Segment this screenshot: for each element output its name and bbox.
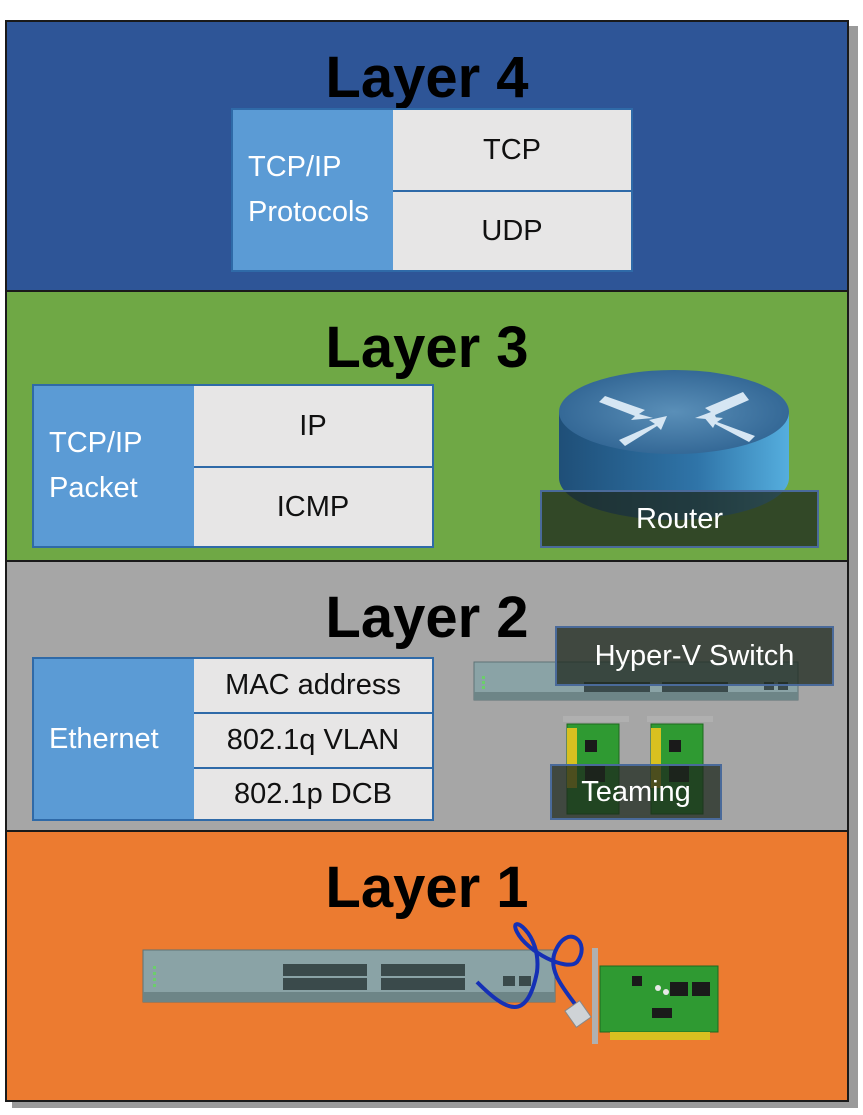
- ethernet-table: Ethernet MAC address 802.1q VLAN 802.1p …: [32, 657, 434, 821]
- row-mac-address: MAC address: [194, 659, 432, 714]
- ethernet-cable-icon: [475, 922, 592, 1029]
- tcpip-protocols-table: TCP/IP Protocols TCP UDP: [231, 108, 633, 272]
- label-line-2: Packet: [49, 472, 138, 504]
- tcpip-packet-table: TCP/IP Packet IP ICMP: [32, 384, 434, 548]
- tcpip-protocols-label: TCP/IP Protocols: [233, 110, 395, 270]
- network-switch-icon: [142, 949, 556, 1003]
- label-line-1: TCP/IP: [248, 151, 342, 184]
- hyperv-switch-label: Hyper-V Switch: [555, 626, 834, 686]
- layer-1-band: Layer 1: [5, 830, 849, 1102]
- row-udp: UDP: [393, 192, 631, 270]
- row-tcp: TCP: [393, 110, 631, 192]
- layer-2-title: Layer 2: [325, 585, 529, 650]
- teaming-label: Teaming: [550, 764, 722, 820]
- tcpip-packet-label: TCP/IP Packet: [34, 386, 196, 546]
- label-line-2: Protocols: [248, 196, 369, 228]
- row-ip: IP: [194, 386, 432, 468]
- layer-1-title: Layer 1: [325, 855, 529, 920]
- row-vlan: 802.1q VLAN: [194, 714, 432, 769]
- layer-4-title: Layer 4: [325, 45, 529, 110]
- layer-3-band: Layer 3 TCP/IP Packet IP ICMP: [5, 290, 849, 562]
- layer-4-band: Layer 4 TCP/IP Protocols TCP UDP: [5, 20, 849, 292]
- layer-3-title: Layer 3: [325, 315, 529, 380]
- router-label: Router: [540, 490, 819, 548]
- layer-2-band: Layer 2 Ethernet MAC address 802.1q VLAN…: [5, 560, 849, 832]
- network-card-icon: [592, 948, 719, 1044]
- row-dcb: 802.1p DCB: [194, 769, 432, 819]
- label-line-1: TCP/IP: [49, 427, 143, 460]
- row-icmp: ICMP: [194, 468, 432, 546]
- router-icon: [559, 370, 789, 520]
- ethernet-label: Ethernet: [34, 659, 196, 819]
